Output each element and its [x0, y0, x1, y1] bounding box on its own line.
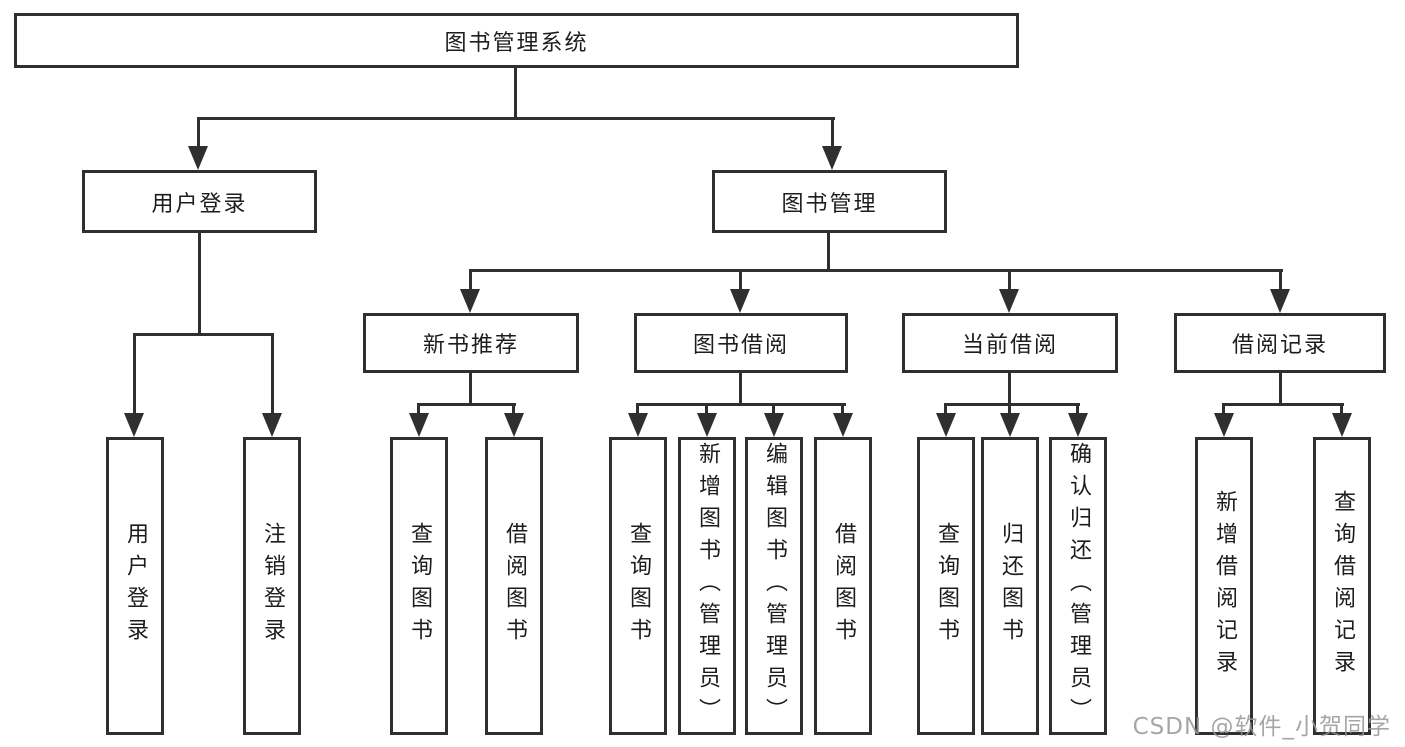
tree-connector [1279, 269, 1282, 291]
leaf-query-books-recommend: 查询图书 [390, 437, 448, 735]
tree-connector [1008, 403, 1011, 416]
node-current-borrow: 当前借阅 [902, 313, 1118, 373]
tree-connector [705, 403, 708, 416]
arrow-down-icon [1214, 413, 1234, 437]
tree-connector [944, 403, 947, 416]
leaf-logout: 注销登录 [243, 437, 301, 735]
tree-connector [197, 117, 835, 120]
leaf-add-borrow-record: 新增借阅记录 [1195, 437, 1253, 735]
leaf-confirm-return-admin: 确认归还（管理员） [1049, 437, 1107, 735]
arrow-down-icon [188, 146, 208, 170]
arrow-down-icon [262, 413, 282, 437]
node-book-management: 图书管理 [712, 170, 947, 233]
csdn-watermark: CSDN @软件_小贺同学 [1132, 714, 1391, 740]
leaf-query-books-current: 查询图书 [917, 437, 975, 735]
tree-connector [133, 333, 136, 413]
tree-connector [636, 403, 639, 416]
arrow-down-icon [1068, 413, 1088, 437]
node-user-login: 用户登录 [82, 170, 317, 233]
arrow-down-icon [697, 413, 717, 437]
leaf-add-book-admin: 新增图书（管理员） [678, 437, 736, 735]
arrow-down-icon [833, 413, 853, 437]
arrow-down-icon [460, 289, 480, 313]
node-new-book-recommend: 新书推荐 [363, 313, 579, 373]
leaf-return-books: 归还图书 [981, 437, 1039, 735]
arrow-down-icon [730, 289, 750, 313]
tree-connector [197, 117, 200, 146]
arrow-down-icon [409, 413, 429, 437]
leaf-edit-book-admin: 编辑图书（管理员） [745, 437, 803, 735]
tree-connector [739, 269, 742, 291]
arrow-down-icon [1332, 413, 1352, 437]
node-book-borrow: 图书借阅 [634, 313, 848, 373]
leaf-query-borrow-record: 查询借阅记录 [1313, 437, 1371, 735]
node-library-system: 图书管理系统 [14, 13, 1019, 68]
leaf-borrow-books: 借阅图书 [814, 437, 872, 735]
leaf-query-books-borrow: 查询图书 [609, 437, 667, 735]
tree-connector [514, 68, 517, 120]
tree-connector [831, 117, 834, 146]
tree-connector [1222, 403, 1344, 406]
tree-connector [1008, 373, 1011, 406]
arrow-down-icon [936, 413, 956, 437]
tree-connector [636, 403, 846, 406]
tree-connector [772, 403, 775, 416]
arrow-down-icon [764, 413, 784, 437]
tree-connector [271, 333, 274, 413]
tree-connector [827, 233, 830, 272]
tree-connector [198, 233, 201, 336]
arrow-down-icon [822, 146, 842, 170]
tree-connector [512, 403, 515, 416]
tree-connector [944, 403, 1080, 406]
tree-connector [841, 403, 844, 416]
tree-connector [469, 373, 472, 406]
tree-connector [739, 373, 742, 406]
arrow-down-icon [1270, 289, 1290, 313]
tree-connector [1008, 269, 1011, 291]
leaf-borrow-books-recommend: 借阅图书 [485, 437, 543, 735]
tree-connector [1076, 403, 1079, 416]
tree-connector [417, 403, 420, 416]
tree-connector [1279, 373, 1282, 406]
arrow-down-icon [1000, 413, 1020, 437]
arrow-down-icon [124, 413, 144, 437]
tree-connector [469, 269, 1283, 272]
tree-connector [1222, 403, 1225, 416]
tree-connector [1340, 403, 1343, 416]
arrow-down-icon [504, 413, 524, 437]
arrow-down-icon [999, 289, 1019, 313]
tree-connector [133, 333, 274, 336]
leaf-user-login: 用户登录 [106, 437, 164, 735]
node-borrow-records: 借阅记录 [1174, 313, 1386, 373]
arrow-down-icon [628, 413, 648, 437]
tree-connector [417, 403, 516, 406]
tree-connector [469, 269, 472, 291]
